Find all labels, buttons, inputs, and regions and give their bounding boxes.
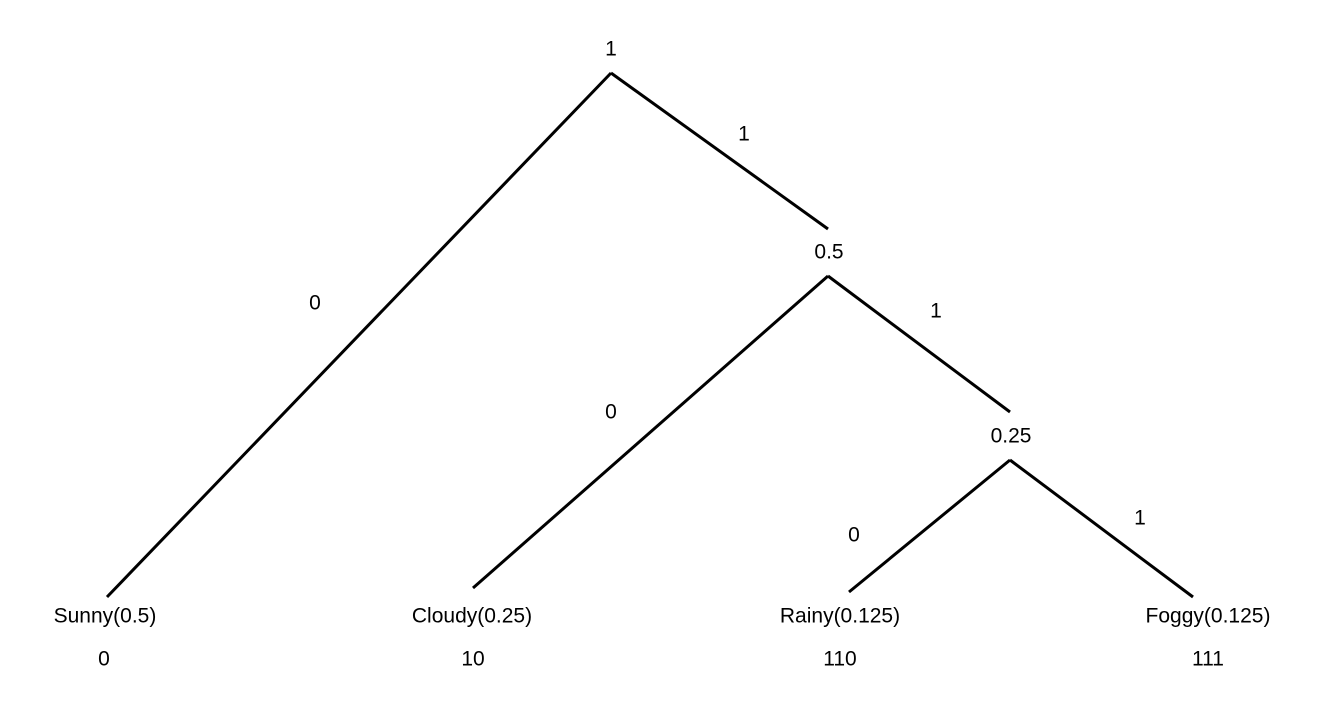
internal-node-label: 0.5 <box>814 241 843 264</box>
internal-node-label: 0.25 <box>991 425 1032 448</box>
edge-node-0-5-to-cloudy <box>472 274 829 590</box>
leaf-code: 0 <box>98 648 110 671</box>
leaf-code: 111 <box>1192 648 1224 671</box>
edge-bit-label: 0 <box>605 401 617 424</box>
edge-bit-label: 0 <box>848 524 860 547</box>
leaf-label: Sunny(0.5) <box>54 605 157 628</box>
root-node-label: 1 <box>605 38 617 61</box>
edge-bit-label: 1 <box>1134 507 1146 530</box>
edge-node-0-25-to-foggy <box>1009 458 1194 599</box>
leaf-code: 10 <box>461 648 484 671</box>
leaf-code: 110 <box>823 648 856 671</box>
edge-node-0-5-to-node-0-25 <box>827 274 1011 414</box>
edge-bit-label: 1 <box>930 300 942 323</box>
leaf-label: Cloudy(0.25) <box>412 605 532 628</box>
edge-bit-label: 0 <box>309 292 321 315</box>
edge-root-to-sunny <box>105 71 613 599</box>
leaf-label: Foggy(0.125) <box>1146 605 1271 628</box>
leaf-label: Rainy(0.125) <box>780 605 900 628</box>
edge-bit-label: 1 <box>738 123 750 146</box>
edge-node-0-25-to-rainy <box>848 458 1011 594</box>
edge-root-to-node-0-5 <box>610 71 829 231</box>
